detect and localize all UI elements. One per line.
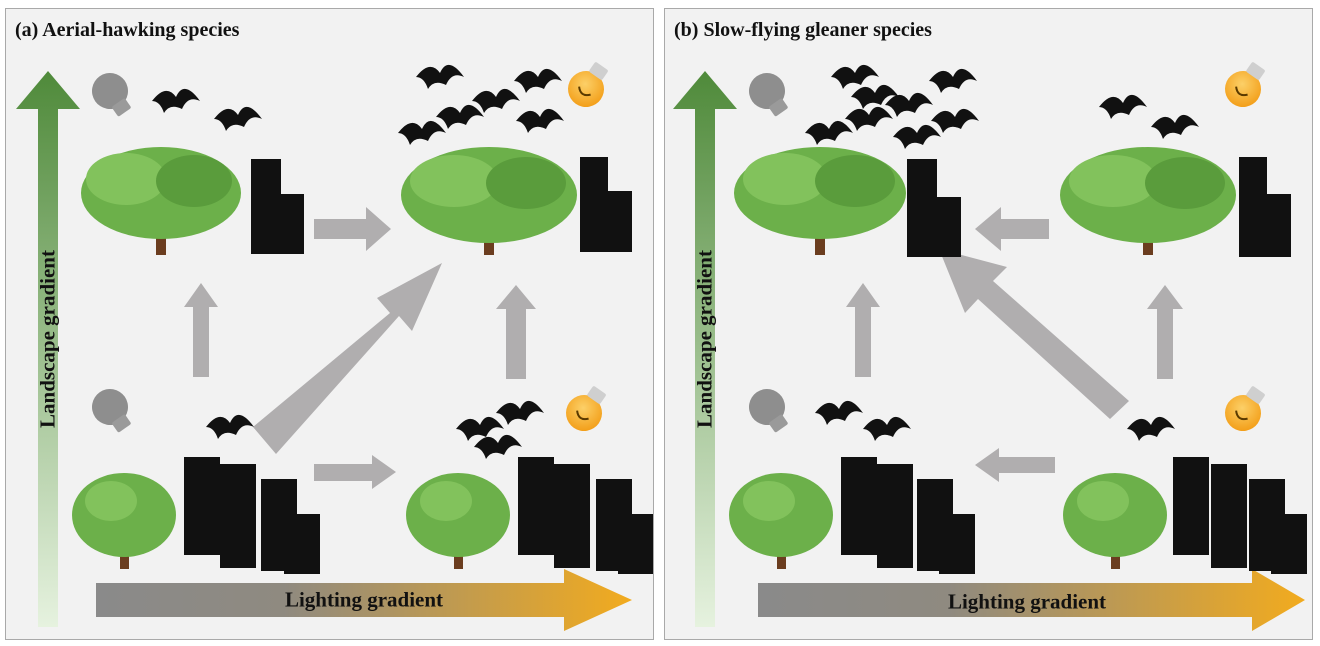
landscape-gradient-arrow — [673, 71, 737, 627]
bat-icon — [929, 68, 977, 93]
arrow-bottomleft-to-bottomright — [314, 455, 396, 489]
arrow-bottomright-to-topright — [496, 285, 536, 379]
bat-icon — [893, 124, 941, 149]
bat-icon — [815, 400, 863, 425]
arrow-bottomright-to-topright — [1147, 285, 1183, 379]
bat-icon — [496, 400, 544, 425]
tree-icon — [72, 473, 176, 569]
light-bulb-on-icon — [568, 62, 608, 107]
bat-icon — [516, 108, 564, 133]
building-icon — [184, 157, 653, 574]
bat-icon — [831, 64, 879, 89]
tree-icon — [734, 147, 906, 255]
lighting-gradient-label: Lighting gradient — [284, 587, 444, 612]
tree-icon — [729, 473, 833, 569]
bat-icon — [1151, 114, 1199, 139]
panel-b-canvas — [673, 62, 1307, 631]
arrow-bottomleft-to-topleft — [846, 283, 880, 377]
tree-icon — [406, 473, 510, 569]
arrow-bottomleft-to-topright-large — [253, 263, 442, 454]
bats-group — [805, 64, 1199, 441]
light-bulb-on-icon — [566, 386, 606, 431]
bat-icon — [416, 64, 464, 89]
transition-arrows — [184, 207, 536, 489]
tree-icon — [1063, 473, 1167, 569]
panel-b-title: (b) Slow-flying gleaner species — [674, 19, 932, 41]
light-bulb-on-icon — [1225, 386, 1265, 431]
tree-icon — [401, 147, 577, 255]
light-bulb-on-icon — [1225, 62, 1265, 107]
landscape-gradient-label: Landscape gradient — [692, 250, 717, 428]
bat-icon — [931, 108, 979, 133]
panel-a-canvas — [16, 62, 653, 631]
arrow-topright-to-topleft — [975, 207, 1049, 251]
arrow-bottomleft-to-topleft — [184, 283, 218, 377]
tree-icon — [81, 147, 241, 255]
bat-icon — [851, 84, 899, 109]
bat-icon — [805, 120, 853, 145]
panel-slow-flying-gleaner: (b) Slow-flying gleaner species Landscap… — [664, 8, 1313, 640]
bat-icon — [436, 104, 484, 129]
bat-icon — [456, 416, 504, 441]
bat-icon — [472, 88, 520, 113]
bat-icon — [845, 106, 893, 131]
arrow-topleft-to-topright — [314, 207, 391, 251]
light-bulb-off-icon — [749, 73, 788, 117]
bat-icon — [474, 434, 522, 459]
light-bulb-off-icon — [92, 389, 131, 433]
building-icon — [841, 157, 1307, 574]
arrow-bottomright-to-topleft-large — [939, 249, 1129, 419]
panel-aerial-hawking: (a) Aerial-hawking species Landscape gra… — [5, 8, 654, 640]
light-bulb-off-icon — [749, 389, 788, 433]
bats-group — [152, 64, 564, 459]
bat-icon — [206, 414, 254, 439]
tree-icon — [1060, 147, 1236, 255]
bat-icon — [863, 416, 911, 441]
bat-icon — [398, 120, 446, 145]
transition-arrows — [846, 207, 1183, 482]
panel-a-title: (a) Aerial-hawking species — [15, 19, 240, 41]
bat-icon — [514, 68, 562, 93]
bat-icon — [885, 92, 933, 117]
lighting-gradient-arrow — [758, 569, 1305, 631]
bat-icon — [214, 106, 262, 131]
lighting-gradient-label: Lighting gradient — [947, 589, 1107, 614]
bat-icon — [1127, 416, 1175, 441]
light-bulb-off-icon — [92, 73, 131, 117]
landscape-gradient-label: Landscape gradient — [35, 250, 60, 428]
lighting-gradient-arrow — [96, 569, 632, 631]
arrow-bottomright-to-bottomleft — [975, 448, 1055, 482]
bat-icon — [152, 88, 200, 113]
landscape-gradient-arrow — [16, 71, 80, 627]
bat-icon — [1099, 94, 1147, 119]
